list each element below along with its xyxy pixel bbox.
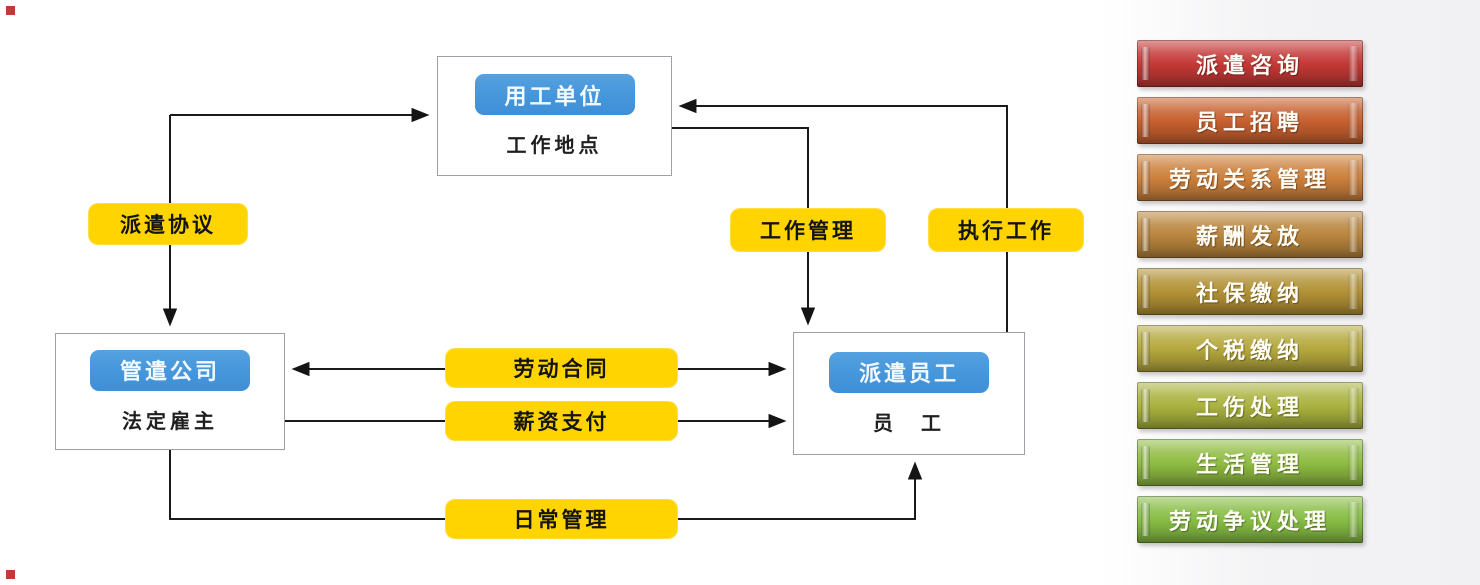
service-sidebar: 派遣咨询 员工招聘 劳动关系管理 薪酬发放 社保缴纳 个税缴纳 工伤处理 生活管… <box>1137 40 1363 553</box>
node-dispatch-company: 管遣公司 法定雇主 <box>55 333 285 450</box>
service-bar-label: 劳动争议处理 <box>1168 508 1331 535</box>
service-bar-label: 劳动关系管理 <box>1168 166 1331 193</box>
edge-label-dispatch-agreement: 派遣协议 <box>88 203 248 245</box>
node-subtitle: 工作地点 <box>506 135 603 157</box>
edge-label-labor-contract: 劳动合同 <box>445 348 678 388</box>
service-bar-label: 工伤处理 <box>1195 394 1304 421</box>
corner-mark <box>6 570 15 579</box>
node-employing-unit: 用工单位 工作地点 <box>437 56 672 176</box>
service-bar-label: 员工招聘 <box>1195 109 1304 136</box>
service-bar: 派遣咨询 <box>1137 40 1363 87</box>
service-bar-label: 派遣咨询 <box>1195 52 1304 79</box>
service-bar: 工伤处理 <box>1137 382 1363 429</box>
edge-label-work-management: 工作管理 <box>730 208 886 252</box>
edge-label-execute-work: 执行工作 <box>928 208 1084 252</box>
node-dispatched-worker: 派遣员工 员 工 <box>793 332 1025 455</box>
service-bar-label: 薪酬发放 <box>1195 223 1304 250</box>
service-bar: 劳动争议处理 <box>1137 496 1363 543</box>
edge-label-daily-management: 日常管理 <box>445 499 678 539</box>
service-bar-label: 社保缴纳 <box>1195 280 1304 307</box>
corner-mark <box>6 6 15 15</box>
service-bar: 社保缴纳 <box>1137 268 1363 315</box>
node-title-pill: 管遣公司 <box>90 349 250 391</box>
node-title-pill: 用工单位 <box>474 74 635 115</box>
service-bar: 个税缴纳 <box>1137 325 1363 372</box>
node-subtitle: 员 工 <box>873 412 945 435</box>
service-bar: 生活管理 <box>1137 439 1363 486</box>
service-bar-label: 生活管理 <box>1195 451 1304 478</box>
service-bar: 员工招聘 <box>1137 97 1363 144</box>
edge-label-salary-payment: 薪资支付 <box>445 401 678 441</box>
node-subtitle: 法定雇主 <box>122 410 218 433</box>
service-bar: 薪酬发放 <box>1137 211 1363 258</box>
service-bar-label: 个税缴纳 <box>1195 337 1304 364</box>
service-bar: 劳动关系管理 <box>1137 154 1363 201</box>
arrow-execute-work <box>678 98 1008 332</box>
arrow-work-management <box>672 127 816 326</box>
node-title-pill: 派遣员工 <box>829 351 989 393</box>
